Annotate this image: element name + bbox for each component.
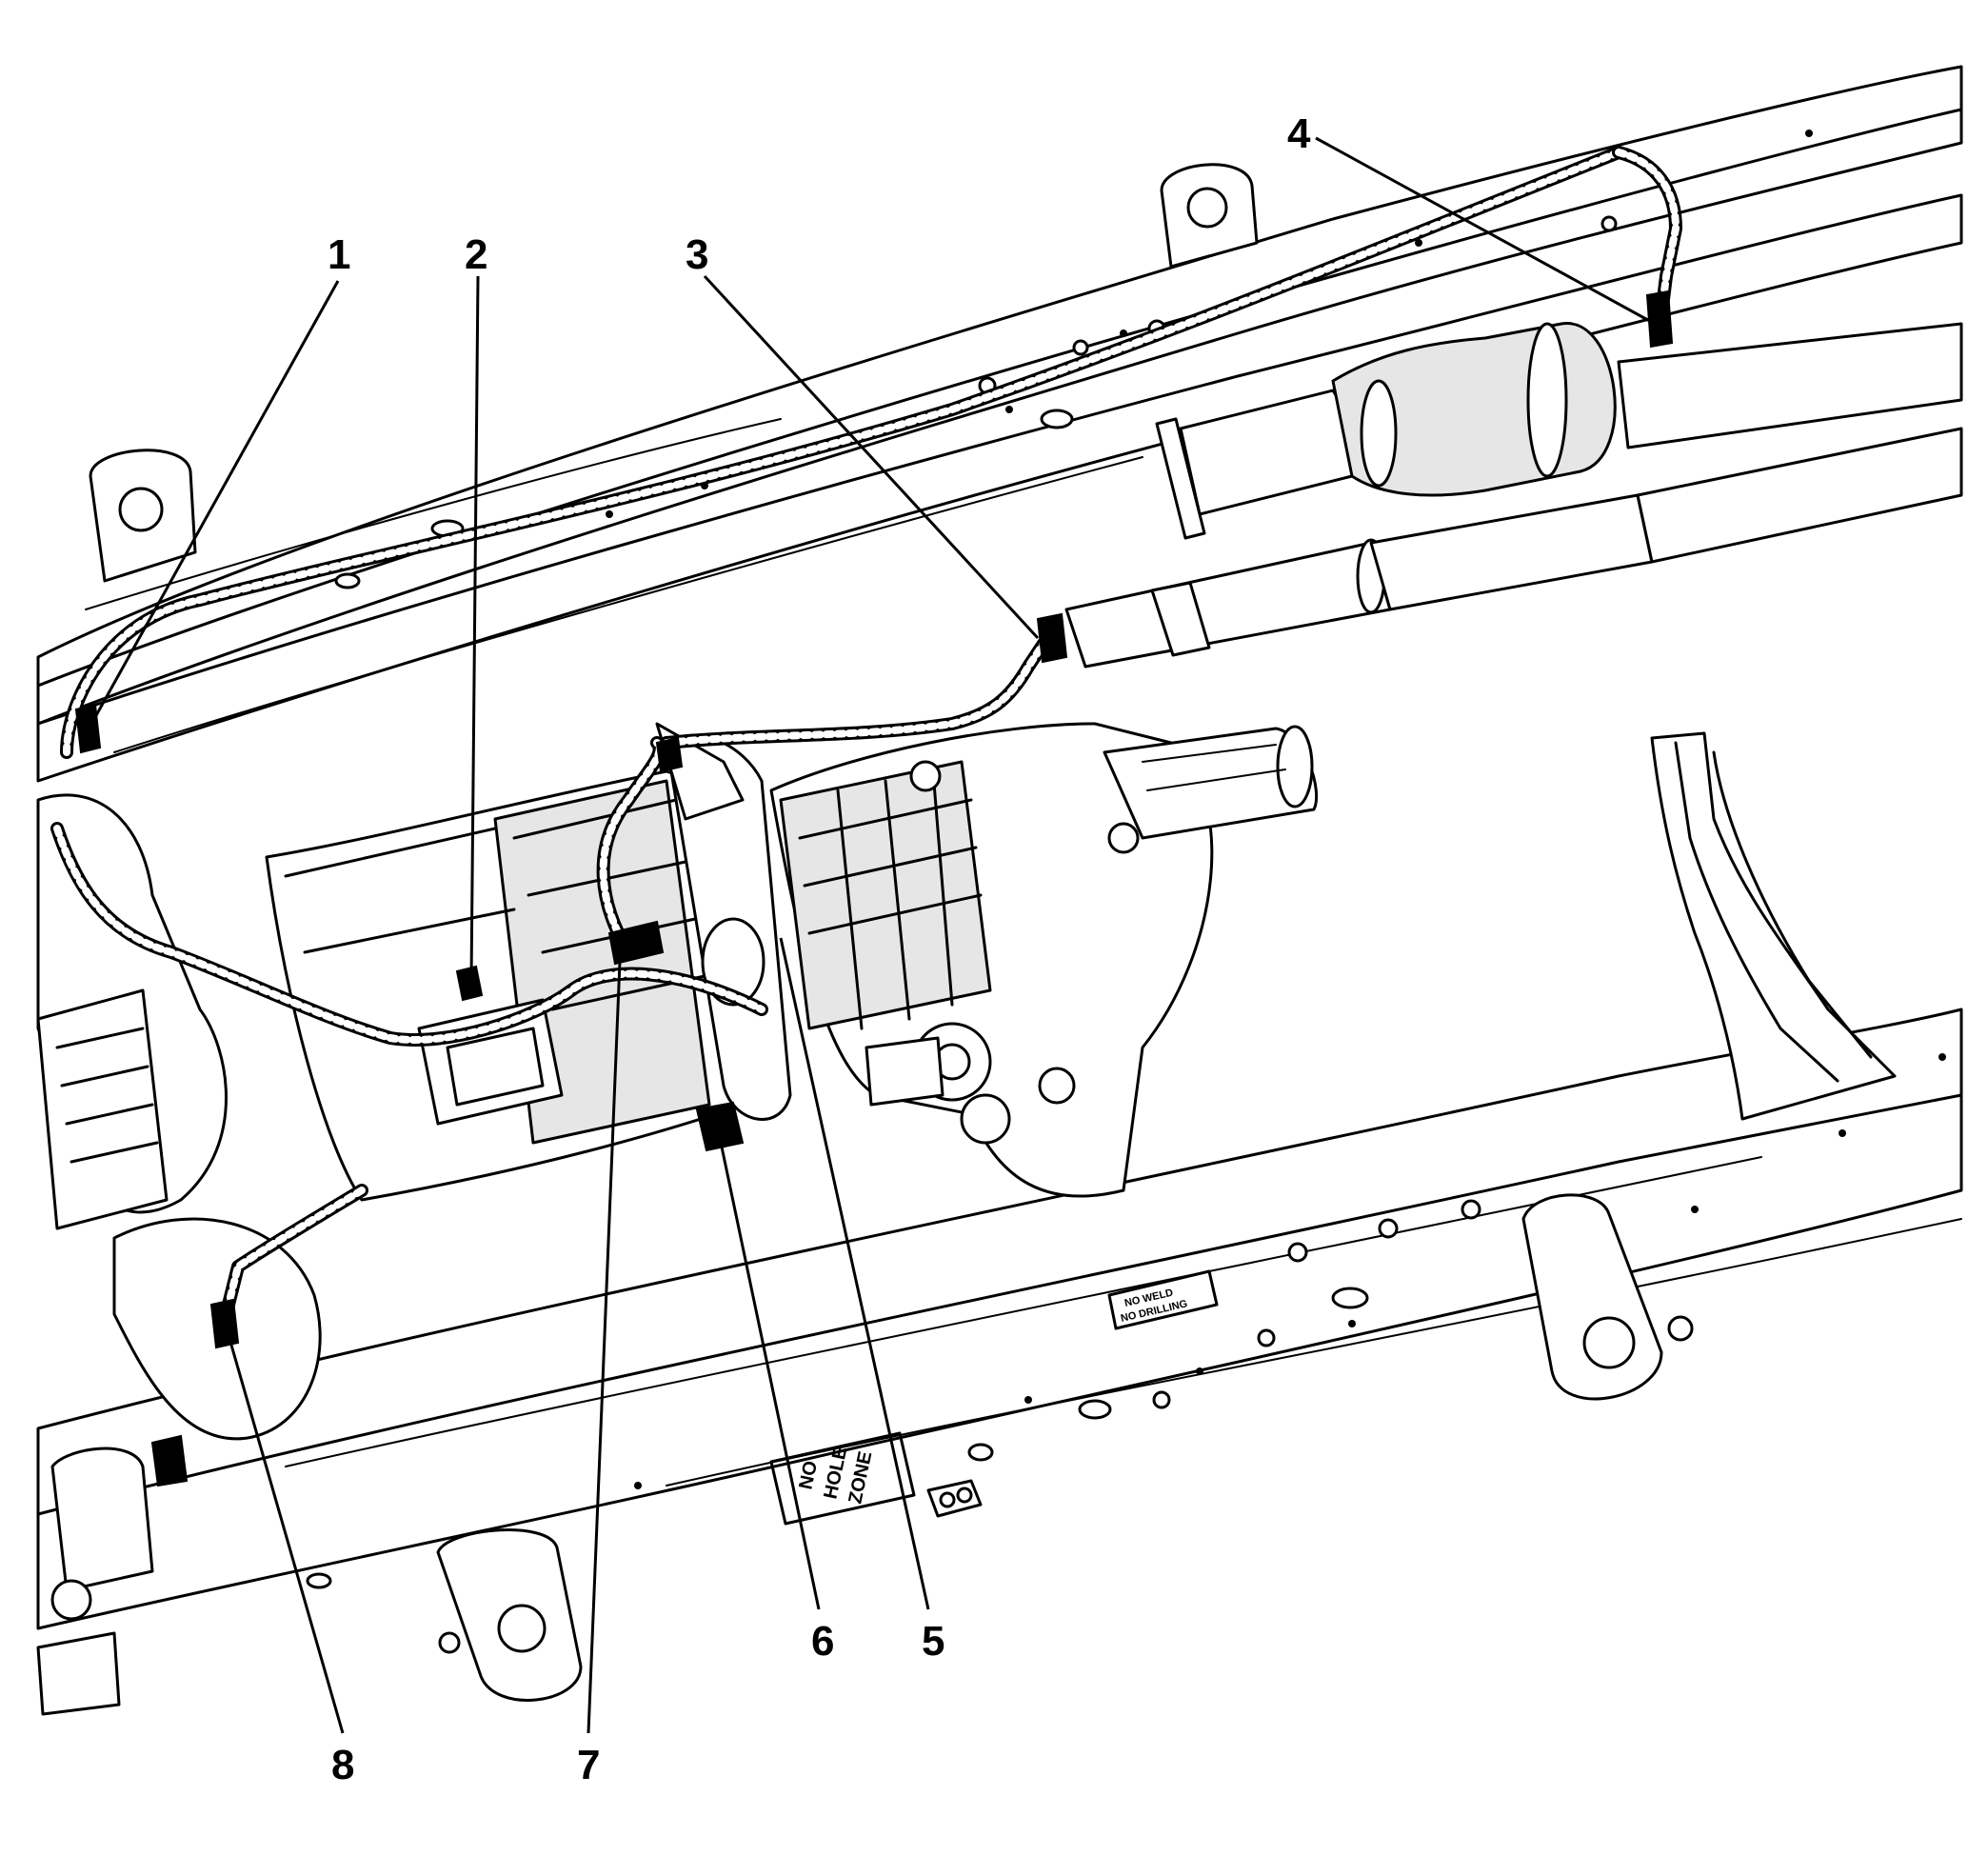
lower-frame-rail: NO HOLE ZONE NO WELD NO DRILLING bbox=[36, 1008, 1963, 1702]
callout-5: 5 bbox=[922, 1618, 944, 1665]
transmission bbox=[265, 722, 792, 1202]
no-hole-zone-label: NO HOLE ZONE bbox=[769, 1431, 916, 1526]
callout-1: 1 bbox=[328, 231, 350, 278]
leader-line-5 bbox=[779, 937, 930, 1610]
leader-line-7 bbox=[586, 937, 623, 1734]
crossmember bbox=[1650, 731, 1897, 1121]
leader-line-8 bbox=[225, 1327, 345, 1734]
callout-labels: 1 2 3 4 5 6 7 8 bbox=[328, 110, 1311, 1788]
transfer-case bbox=[769, 722, 1319, 1198]
leader-line-2 bbox=[469, 275, 480, 982]
callout-2: 2 bbox=[465, 231, 487, 278]
leader-line-1 bbox=[79, 280, 340, 744]
leader-line-3 bbox=[703, 274, 1040, 640]
wiring-harness bbox=[50, 146, 1682, 1487]
callout-3: 3 bbox=[686, 231, 708, 278]
callout-4: 4 bbox=[1287, 110, 1311, 157]
callout-8: 8 bbox=[331, 1742, 354, 1788]
leader-lines bbox=[79, 136, 1656, 1734]
leader-line-4 bbox=[1315, 136, 1656, 326]
engine-area bbox=[36, 988, 169, 1716]
callout-7: 7 bbox=[577, 1742, 600, 1788]
leader-line-6 bbox=[717, 1132, 821, 1610]
svg-text:NO: NO bbox=[795, 1459, 822, 1491]
callout-6: 6 bbox=[811, 1618, 834, 1665]
